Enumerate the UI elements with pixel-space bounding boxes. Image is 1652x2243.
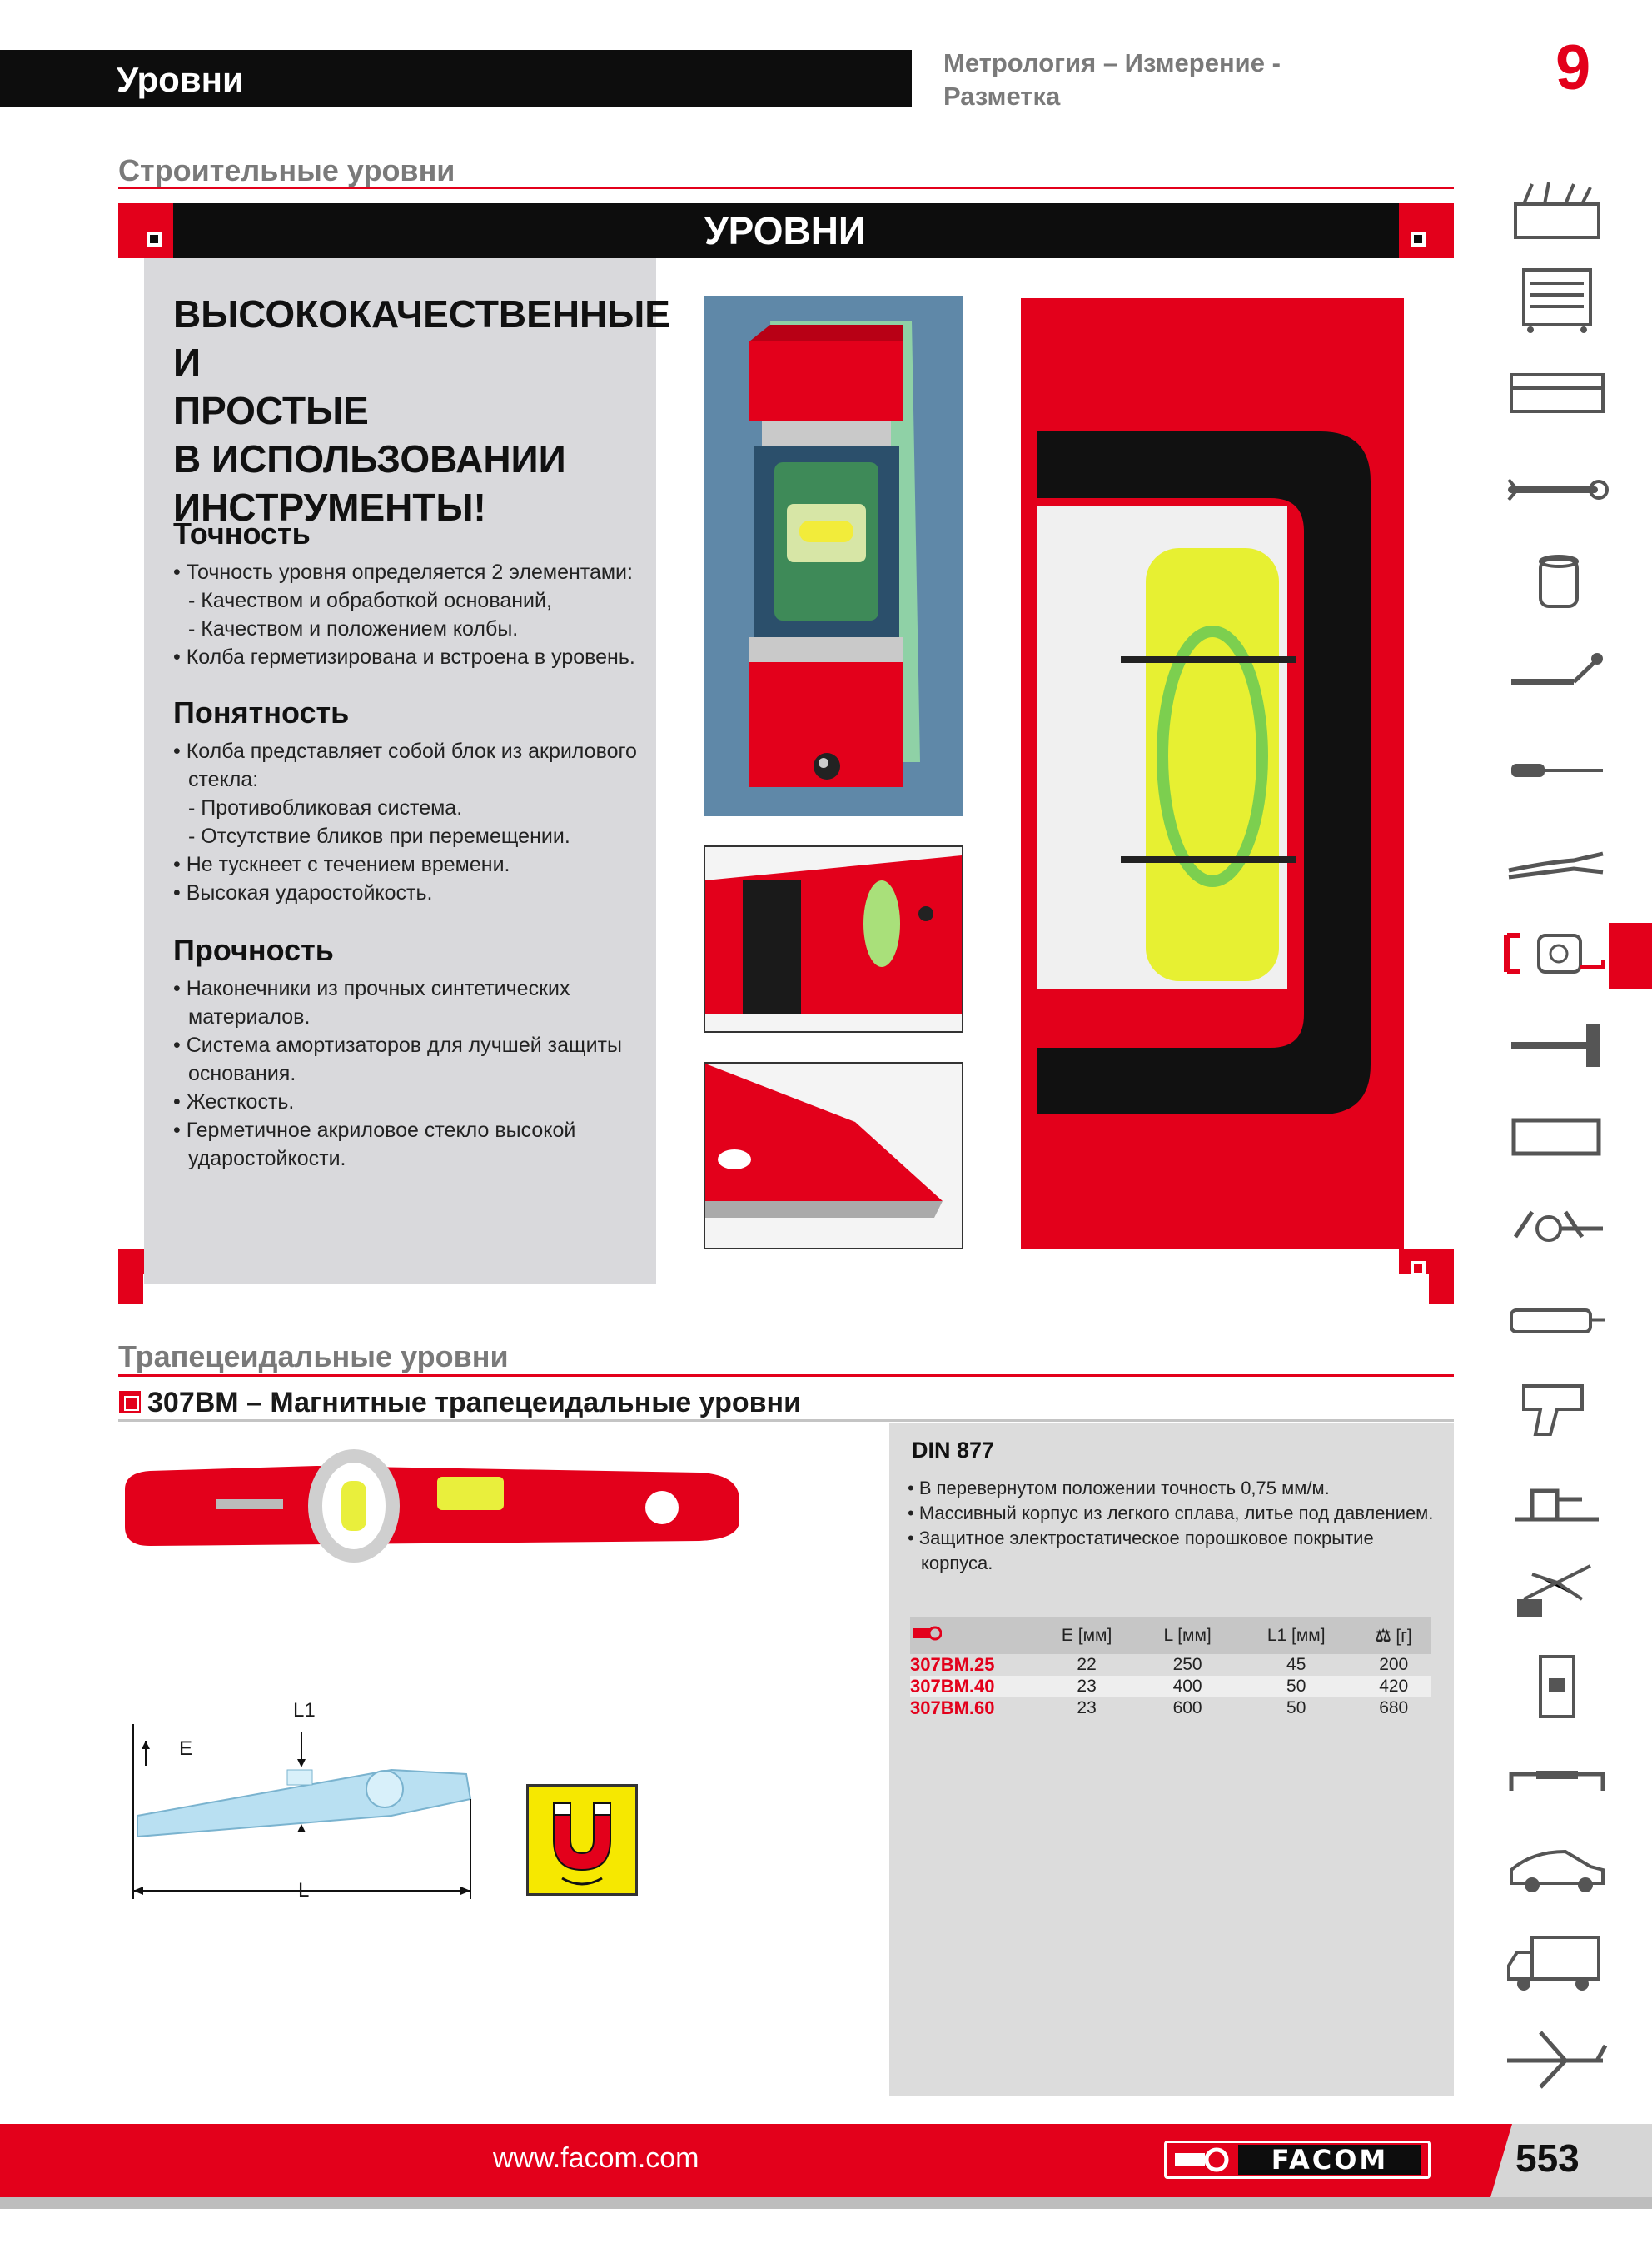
col-l: L [мм] [1138, 1617, 1237, 1654]
impact-wrench-icon[interactable] [1499, 1374, 1615, 1441]
category-label: Метрология – Измерение - Разметка [943, 48, 1281, 111]
page-title: Уровни [117, 60, 244, 99]
hacksaw-icon[interactable] [1499, 1104, 1615, 1170]
section-number: 9 [1555, 32, 1591, 103]
level-closeup-image [1021, 298, 1404, 1249]
table-row[interactable]: 307BM.60 23 600 50 680 [910, 1697, 1409, 1718]
puller-icon[interactable] [1499, 1195, 1615, 1262]
weight-icon: ⚖ [1375, 1626, 1391, 1646]
truck-icon[interactable] [1499, 1932, 1615, 1999]
feature-block-accuracy: Точность • Точность уровня определяется … [173, 516, 648, 671]
spec-bullets: • В перевернутом положении точность 0,75… [908, 1478, 1434, 1573]
feature-list: • Точность уровня определяется 2 элемент… [173, 561, 635, 669]
socket-icon[interactable] [1499, 550, 1615, 616]
diagram-label-l1: L1 [293, 1699, 316, 1722]
hammer-icon[interactable] [1499, 1012, 1615, 1079]
car-icon[interactable] [1499, 1837, 1615, 1903]
footer-url[interactable]: www.facom.com [493, 2142, 699, 2174]
screwdriver-icon[interactable] [1499, 737, 1615, 804]
section-rule [118, 187, 1454, 189]
tool-cabinet-icon[interactable] [1499, 267, 1615, 333]
page-number: 553 [1515, 2136, 1580, 2180]
ratchet-icon[interactable] [1499, 645, 1615, 712]
magnet-icon [526, 1784, 638, 1896]
handle-icon[interactable] [1499, 1749, 1615, 1816]
diagram-label-l: L [298, 1879, 310, 1902]
dimension-diagram [117, 1691, 500, 1916]
circuit-breaker-icon[interactable] [1499, 1653, 1615, 1720]
features-panel [144, 258, 656, 1284]
feature-list: • Наконечники из прочных синтетических м… [173, 977, 622, 1170]
col-e: E [мм] [1035, 1617, 1139, 1654]
active-category-tab [1609, 923, 1652, 989]
col-l1: L1 [мм] [1237, 1617, 1356, 1654]
tool-drawer-icon[interactable] [1499, 358, 1615, 425]
feature-list: • Колба представляет собой блок из акрил… [173, 740, 637, 905]
section-rule [118, 1374, 1454, 1377]
spec-panel [889, 1423, 1454, 2096]
facom-logo: FACOM [1164, 2141, 1431, 2179]
level-endcap-image [704, 845, 963, 1033]
corner-decoration [118, 203, 173, 258]
header-bar [0, 50, 912, 107]
table-row[interactable]: 307BM.40 23 400 50 420 [910, 1676, 1431, 1697]
tool-box-icon[interactable] [1499, 179, 1615, 246]
corner-decoration [1399, 1249, 1454, 1304]
features-headline: ВЫСОКОКАЧЕСТВЕННЫЕ И ПРОСТЫЕ В ИСПОЛЬЗОВ… [173, 292, 670, 529]
reference-icon [910, 1617, 1035, 1654]
page-number-tab [1490, 2124, 1652, 2197]
safety-icon[interactable] [1499, 1558, 1615, 1624]
product-title: 307BM – Магнитные трапецеидальные уровни [147, 1387, 801, 1418]
banner-bar [118, 203, 1452, 258]
product-bullet [119, 1391, 141, 1413]
feature-title: Понятность [173, 695, 350, 730]
airplane-icon[interactable] [1499, 2024, 1615, 2091]
corner-decoration [1399, 203, 1454, 258]
tape-measure-icon[interactable] [1499, 920, 1615, 987]
feature-block-readability: Понятность • Колба представляет собой бл… [173, 695, 648, 907]
level-tip-image [704, 1062, 963, 1249]
banner-title: УРОВНИ [704, 209, 866, 252]
level-cutaway-image [704, 296, 963, 816]
feature-title: Точность [173, 516, 311, 551]
brand-name: FACOM [1238, 2145, 1421, 2175]
pliers-icon[interactable] [1499, 829, 1615, 895]
feature-block-durability: Прочность • Наконечники из прочных синте… [173, 933, 648, 1173]
product-307bm-image [117, 1448, 749, 1564]
section-title-trapezoid-levels: Трапецеидальные уровни [118, 1339, 509, 1373]
footer-bottom-strip [0, 2197, 1652, 2209]
table-row[interactable]: 307BM.25 22 250 45 200 [910, 1654, 1409, 1675]
col-weight: ⚖ [г] [1356, 1617, 1431, 1654]
tester-icon[interactable] [1499, 1287, 1615, 1353]
section-title-construction-levels: Строительные уровни [118, 153, 455, 187]
feature-title: Прочность [173, 933, 334, 967]
wrench-icon[interactable] [1499, 456, 1615, 523]
spec-table: E [мм] L [мм] L1 [мм] ⚖ [г] 307BM.25 22 … [910, 1617, 1431, 1719]
din-standard: DIN 877 [912, 1438, 995, 1463]
product-rule [118, 1419, 1454, 1422]
diagram-label-e: E [179, 1737, 193, 1760]
vise-icon[interactable] [1499, 1466, 1615, 1533]
spec-table-header: E [мм] L [мм] L1 [мм] ⚖ [г] [910, 1617, 1431, 1654]
